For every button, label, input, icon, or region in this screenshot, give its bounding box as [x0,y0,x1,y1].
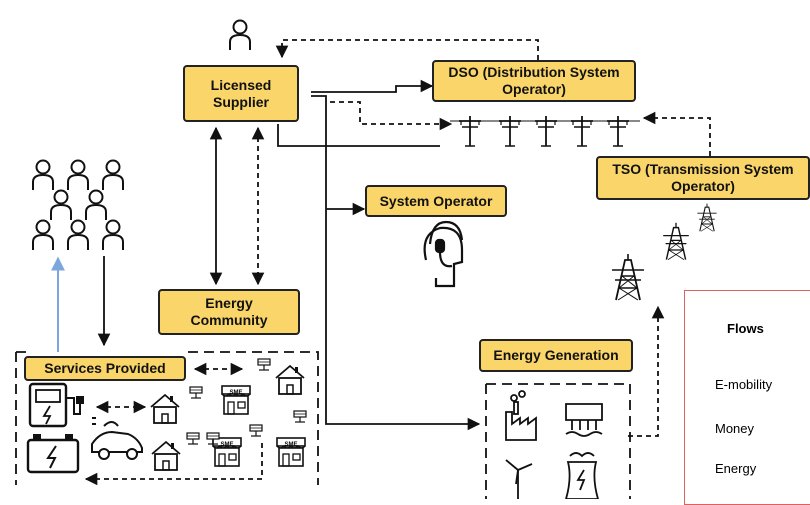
legend-label-money: Money [715,421,755,436]
transmission-towers-icon [611,203,718,301]
distribution-poles-icon [450,115,640,147]
hydro-dam-icon [565,403,603,437]
money-supplier-grid [277,124,440,147]
house-icon [150,394,180,424]
dso-node: DSO (Distribution System Operator) [432,60,636,102]
licensed-supplier-node: Licensed Supplier [183,65,299,122]
shop-sign-label: SME [229,390,242,396]
energy-generation-node: Energy Generation [479,339,633,372]
battery-icon [26,434,80,474]
flows-legend: Flows E-mobility Money Energy [684,290,810,505]
user-icon [229,19,251,51]
money-supplier-dso [311,79,434,93]
services-provided-node: Services Provided [24,356,186,381]
house-icon [151,441,181,471]
energy-community-storage [84,443,263,486]
customers-icon [32,159,124,251]
legend-label-emobility: E-mobility [715,377,773,392]
legend-title: Flows [727,321,764,336]
services-container [15,351,319,485]
electric-car-icon [91,417,143,460]
energy-tso-dso [642,111,711,156]
energy-generation-transmission [628,305,665,437]
money-supplier-generation [311,95,481,431]
system-operator-node: System Operator [365,185,507,217]
operator-headset-icon [423,220,464,288]
energy-community-node: Energy Community [158,289,300,335]
wind-turbine-icon [505,459,533,499]
house-icon [275,365,305,395]
nuclear-plant-icon [565,452,599,499]
charging-station-icon [28,382,84,428]
energy-dso-supplier [275,39,539,60]
energy-supplier-grid [330,101,453,131]
shop-sign-label: SME [220,442,233,448]
legend-label-energy: Energy [715,461,757,476]
shop-sign-label: SME [284,442,297,448]
factory-icon [505,390,537,441]
generation-container [485,383,631,499]
tso-node: TSO (Transmission System Operator) [596,156,810,200]
